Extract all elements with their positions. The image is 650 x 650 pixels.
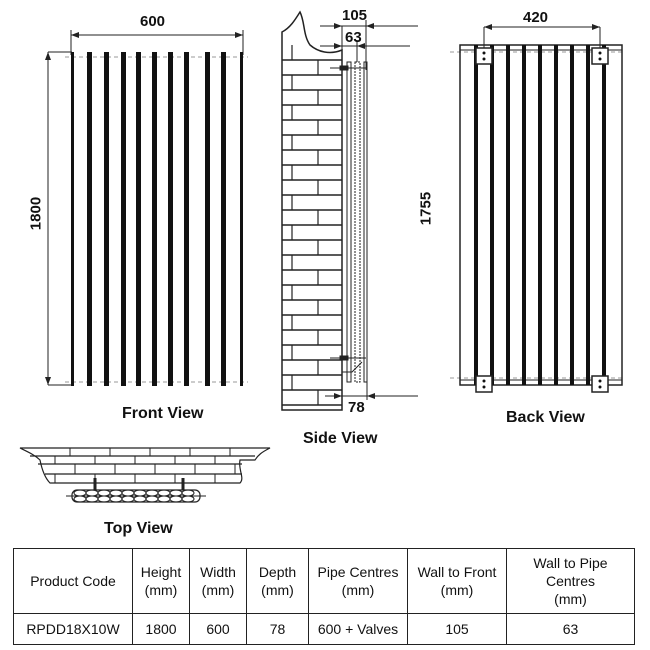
side-view-label: Side View xyxy=(303,430,378,447)
back-view-drawing xyxy=(450,24,625,393)
front-view-drawing xyxy=(45,30,248,386)
cell-width: 600 xyxy=(189,613,247,645)
cell-wall-to-front: 105 xyxy=(407,613,507,645)
header-height: Height(mm) xyxy=(132,548,190,614)
header-wall-to-front: Wall to Front(mm) xyxy=(407,548,507,614)
cell-height: 1800 xyxy=(132,613,190,645)
side-wall-to-front-dim: 105 xyxy=(342,7,368,24)
back-view-label: Back View xyxy=(506,409,585,426)
top-view-label: Top View xyxy=(104,520,173,537)
header-product-code: Product Code xyxy=(13,548,133,614)
back-bracket-centres-dim: 420 xyxy=(523,9,549,26)
cell-depth: 78 xyxy=(246,613,309,645)
table-row: RPDD18X10W 1800 600 78 600 + Valves 105 … xyxy=(13,613,635,645)
side-view-drawing xyxy=(281,10,418,411)
front-view-label: Front View xyxy=(122,405,204,422)
front-height-dim: 1800 xyxy=(27,196,45,231)
cell-product-code: RPDD18X10W xyxy=(13,613,133,645)
header-width: Width(mm) xyxy=(189,548,247,614)
top-view-drawing xyxy=(19,447,271,503)
back-bracket-height-dim: 1755 xyxy=(417,191,435,226)
table-header-row: Product Code Height(mm) Width(mm) Depth(… xyxy=(13,548,635,614)
side-depth-dim: 78 xyxy=(348,399,365,416)
front-width-dim: 600 xyxy=(140,13,166,30)
spec-table: Product Code Height(mm) Width(mm) Depth(… xyxy=(13,548,635,645)
cell-wall-to-pipe-centres: 63 xyxy=(506,613,635,645)
header-pipe-centres: Pipe Centres(mm) xyxy=(308,548,408,614)
side-wall-to-pipe-dim: 63 xyxy=(345,29,362,46)
cell-pipe-centres: 600 + Valves xyxy=(308,613,408,645)
header-depth: Depth(mm) xyxy=(246,548,309,614)
